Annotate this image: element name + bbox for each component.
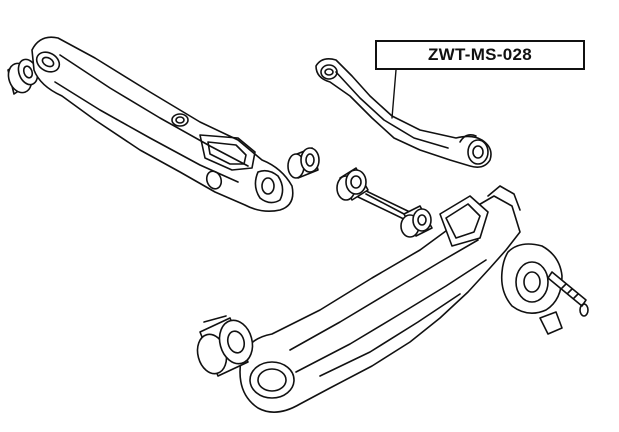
middle-bushing <box>287 147 320 179</box>
toe-link-bushing <box>336 167 433 238</box>
front-lower-bushing <box>196 315 254 377</box>
hub-carrier <box>500 243 563 335</box>
lower-control-arm <box>239 185 521 413</box>
label-leader-line <box>391 69 397 119</box>
upper-control-arm <box>315 58 492 168</box>
hub-stud <box>547 271 589 317</box>
part-number-label: ZWT-MS-028 <box>375 40 585 70</box>
upper-trailing-arm <box>31 36 294 212</box>
